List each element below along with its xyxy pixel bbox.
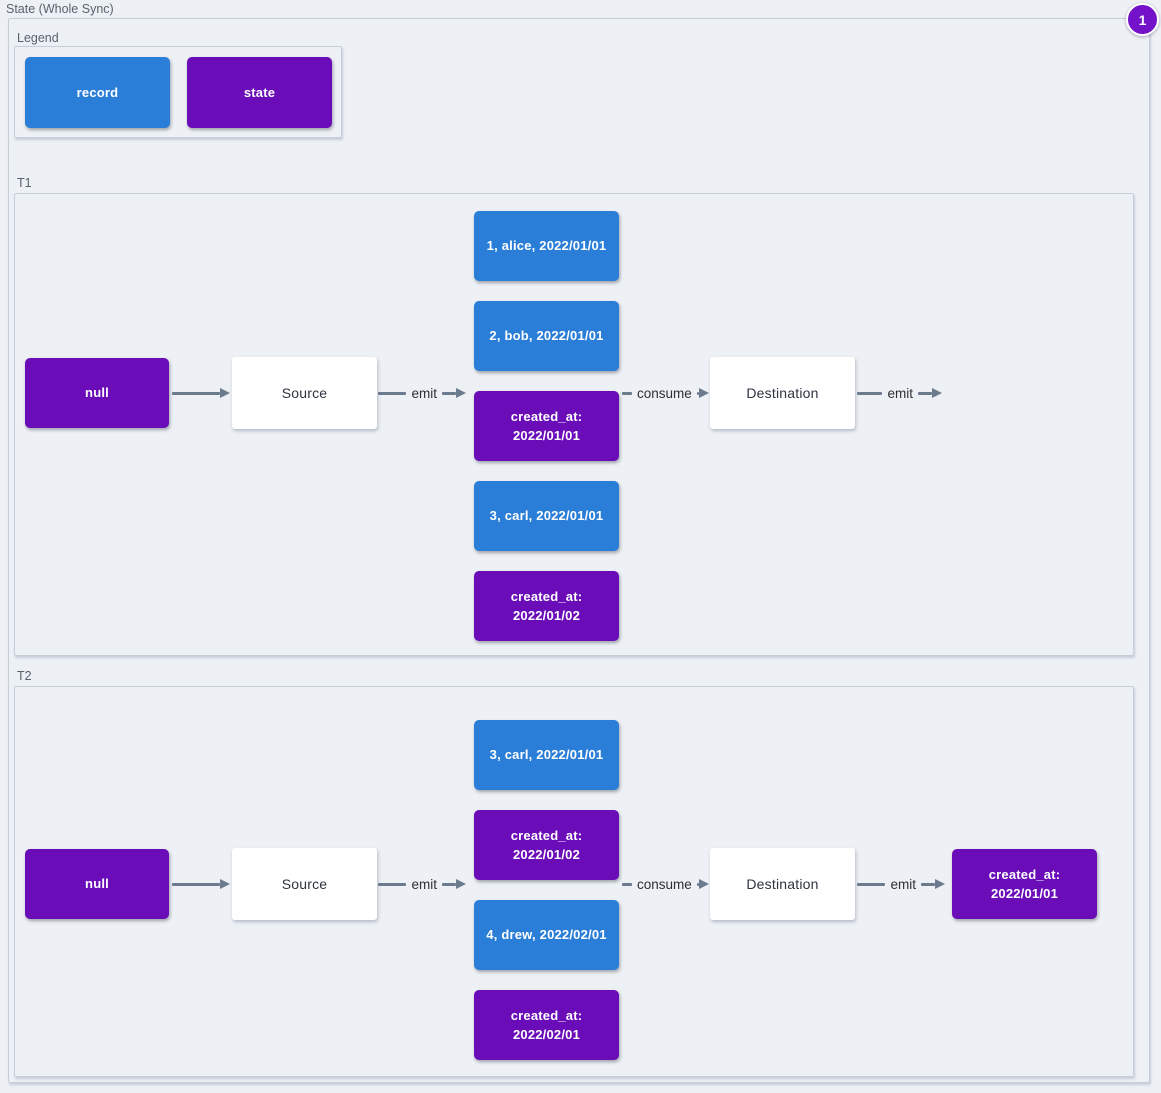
source-node: Source [232, 848, 377, 920]
state-node: created_at: 2022/01/01 [474, 391, 619, 461]
arrow [172, 383, 230, 403]
arrow [172, 874, 230, 894]
edge-emit-out: emit [857, 383, 942, 403]
edge-consume: consume [622, 874, 709, 894]
edge-line [622, 391, 632, 395]
legend-label: Legend [17, 31, 59, 45]
edge-emit-out: emit [857, 874, 945, 894]
state-input-node: null [25, 849, 169, 919]
record-node: 3, carl, 2022/01/01 [474, 720, 619, 790]
edge-consume: consume [622, 383, 709, 403]
edge-line [921, 882, 935, 886]
edge-emit: emit [378, 383, 466, 403]
annotation-badge: 1 [1126, 3, 1159, 36]
state-node: created_at: 2022/01/02 [474, 571, 619, 641]
arrow-line [172, 391, 220, 395]
state-node: created_at: 2022/02/01 [474, 990, 619, 1060]
edge-line [918, 391, 932, 395]
outer-frame [8, 18, 1150, 1083]
section-label-t1: T1 [17, 176, 32, 190]
arrowhead-icon [699, 879, 709, 889]
edge-label: emit [411, 385, 437, 401]
destination-node: Destination [710, 357, 855, 429]
edge-emit: emit [378, 874, 466, 894]
edge-line [857, 391, 883, 395]
arrowhead-icon [935, 879, 945, 889]
legend-record-node: record [25, 57, 170, 128]
arrowhead-icon [932, 388, 942, 398]
edge-line [378, 391, 407, 395]
legend-state-node: state [187, 57, 332, 128]
destination-node: Destination [710, 848, 855, 920]
edge-label: emit [411, 876, 437, 892]
edge-label: consume [637, 385, 692, 401]
arrow-line [172, 882, 220, 886]
arrowhead-icon [220, 879, 230, 889]
edge-line [622, 882, 632, 886]
state-output-node: created_at: 2022/01/01 [952, 849, 1097, 919]
section-frame-t2 [14, 686, 1134, 1077]
section-frame-t1 [14, 193, 1134, 656]
edge-line [857, 882, 886, 886]
record-node: 1, alice, 2022/01/01 [474, 211, 619, 281]
edge-line [442, 882, 456, 886]
arrowhead-icon [456, 388, 466, 398]
record-node: 3, carl, 2022/01/01 [474, 481, 619, 551]
arrowhead-icon [456, 879, 466, 889]
edge-label: consume [637, 876, 692, 892]
edge-line [696, 882, 699, 886]
arrowhead-icon [220, 388, 230, 398]
state-input-node: null [25, 358, 169, 428]
edge-line [442, 391, 456, 395]
edge-line [378, 882, 407, 886]
edge-line [696, 391, 699, 395]
section-label-t2: T2 [17, 669, 32, 683]
source-node: Source [232, 357, 377, 429]
edge-label: emit [887, 385, 913, 401]
edge-label: emit [890, 876, 916, 892]
page-title: State (Whole Sync) [6, 2, 114, 16]
record-node: 4, drew, 2022/02/01 [474, 900, 619, 970]
record-node: 2, bob, 2022/01/01 [474, 301, 619, 371]
state-node: created_at: 2022/01/02 [474, 810, 619, 880]
legend-frame [14, 46, 342, 138]
arrowhead-icon [699, 388, 709, 398]
